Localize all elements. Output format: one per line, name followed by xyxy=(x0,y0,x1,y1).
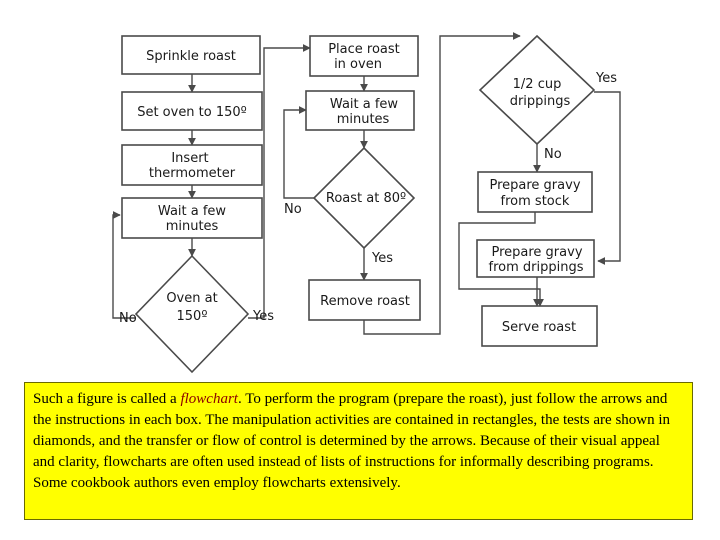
step-wait-1: Wait a few minutes xyxy=(121,197,263,239)
label-sprinkle-roast: Sprinkle roast xyxy=(146,49,236,64)
label-place-roast-line2: in oven xyxy=(334,57,382,72)
label-gravy-stock-line1: Prepare gravy xyxy=(489,178,580,193)
label-wait-2-line1: Wait a few xyxy=(330,97,399,112)
flowchart-diagram: Sprinkle roast Set oven to 150º Insert t… xyxy=(112,32,621,374)
label-wait-2-line2: minutes xyxy=(337,112,390,127)
caption-box: Such a figure is called a flowchart. To … xyxy=(24,382,693,520)
step-set-oven: Set oven to 150º xyxy=(121,91,263,131)
label-insert-thermometer-line2: thermometer xyxy=(149,166,236,181)
label-wait-1-line1: Wait a few xyxy=(158,204,227,219)
label-serve-roast: Serve roast xyxy=(502,320,576,335)
arrow-drippings-yes-to-gravy xyxy=(594,91,621,265)
branch-drippings-yes: Yes xyxy=(595,71,617,86)
decision-roast-at-80: Roast at 80º xyxy=(312,146,416,250)
label-gravy-drippings-line1: Prepare gravy xyxy=(491,245,582,260)
arrow-remove-to-drippings xyxy=(363,32,521,335)
label-gravy-stock-line2: from stock xyxy=(501,194,570,209)
arrow-stock-to-serve xyxy=(458,212,544,307)
decision-oven-at-150: Oven at 150º xyxy=(134,254,250,374)
label-wait-1-line2: minutes xyxy=(166,219,219,234)
branch-roast-no: No xyxy=(284,202,302,217)
step-remove-roast: Remove roast xyxy=(308,279,421,321)
label-oven-test-line1: Oven at xyxy=(166,291,217,306)
branch-drippings-no: No xyxy=(544,147,562,162)
branch-roast-yes: Yes xyxy=(371,251,393,266)
label-set-oven: Set oven to 150º xyxy=(137,105,247,120)
branch-oven-yes: Yes xyxy=(252,309,274,324)
label-place-roast-line1: Place roast xyxy=(328,42,400,57)
step-place-roast: Place roast in oven xyxy=(309,35,419,77)
label-remove-roast: Remove roast xyxy=(320,294,410,309)
label-drippings-test-line1: 1/2 cup xyxy=(513,77,562,92)
step-gravy-from-drippings: Prepare gravy from drippings xyxy=(476,239,595,278)
label-drippings-test-line2: drippings xyxy=(510,94,571,109)
step-insert-thermometer: Insert thermometer xyxy=(121,144,263,186)
arrow-roast-no-loop xyxy=(283,106,314,199)
arrow-oven-yes-to-place-roast xyxy=(248,44,311,319)
label-oven-test-line2: 150º xyxy=(177,309,208,324)
step-gravy-from-stock: Prepare gravy from stock xyxy=(477,171,593,213)
branch-oven-no: No xyxy=(119,311,137,326)
label-insert-thermometer-line1: Insert xyxy=(171,151,208,166)
arrow-oven-no-loop xyxy=(112,211,136,319)
caption-term-flowchart: flowchart xyxy=(180,391,238,407)
step-sprinkle-roast: Sprinkle roast xyxy=(121,35,261,75)
step-wait-2: Wait a few minutes xyxy=(305,90,415,131)
connector-lines xyxy=(112,32,621,335)
decision-half-cup-drippings: 1/2 cup drippings xyxy=(478,34,596,146)
caption-text-start: Such a figure is called a xyxy=(33,391,181,407)
label-gravy-drippings-line2: from drippings xyxy=(489,260,584,275)
caption-text-rest: . To perform the program (prepare the ro… xyxy=(33,391,671,491)
label-roast-test: Roast at 80º xyxy=(326,191,406,206)
step-serve-roast: Serve roast xyxy=(481,305,598,347)
